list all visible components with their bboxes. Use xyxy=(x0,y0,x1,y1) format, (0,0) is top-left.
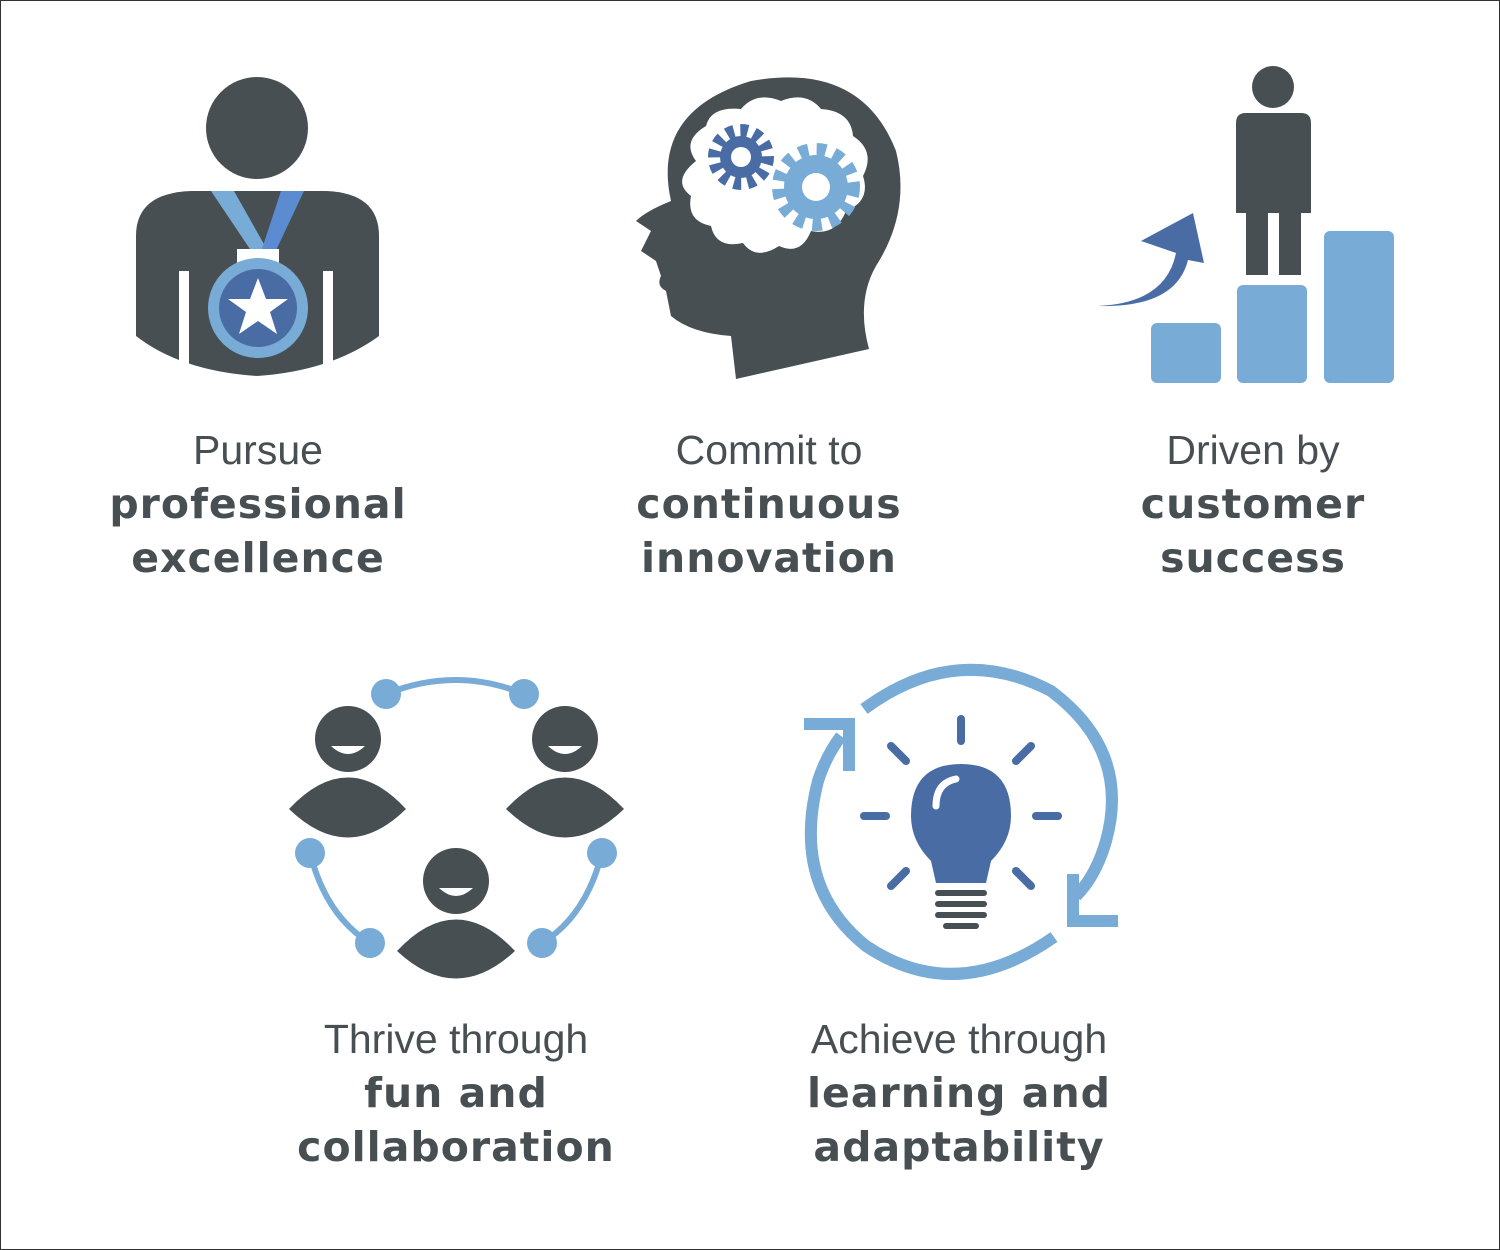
caption-continuous-innovation: Commit to continuous innovation xyxy=(559,423,979,585)
caption-line2: customer xyxy=(1140,480,1366,528)
caption-line3: collaboration xyxy=(297,1123,615,1171)
team-circle-icon xyxy=(289,677,624,979)
lightbulb-cycle-icon xyxy=(804,663,1118,980)
caption-line3: success xyxy=(1160,534,1346,582)
caption-learning-and-adaptability: Achieve through learning and adaptabilit… xyxy=(749,1012,1169,1174)
caption-line2: continuous xyxy=(636,480,902,528)
caption-line1: Driven by xyxy=(1166,427,1340,473)
caption-fun-and-collaboration: Thrive through fun and collaboration xyxy=(246,1012,666,1174)
caption-line3: excellence xyxy=(131,534,385,582)
growth-steps-icon xyxy=(1098,66,1394,383)
caption-line2: professional xyxy=(109,480,407,528)
caption-line1: Commit to xyxy=(675,427,863,473)
caption-customer-success: Driven by customer success xyxy=(1043,423,1463,585)
caption-line3: innovation xyxy=(641,534,897,582)
caption-professional-excellence: Pursue professional excellence xyxy=(48,423,468,585)
small-gear-icon xyxy=(708,124,774,190)
caption-line1: Thrive through xyxy=(323,1016,589,1062)
large-gear-icon xyxy=(772,143,860,231)
medal-person-icon xyxy=(136,77,379,376)
caption-line2: learning and xyxy=(806,1069,1111,1117)
caption-line1: Pursue xyxy=(193,427,323,473)
caption-line1: Achieve through xyxy=(810,1016,1108,1062)
brain-gears-icon xyxy=(636,77,901,379)
caption-line2: fun and xyxy=(364,1069,548,1117)
caption-line3: adaptability xyxy=(813,1123,1105,1171)
